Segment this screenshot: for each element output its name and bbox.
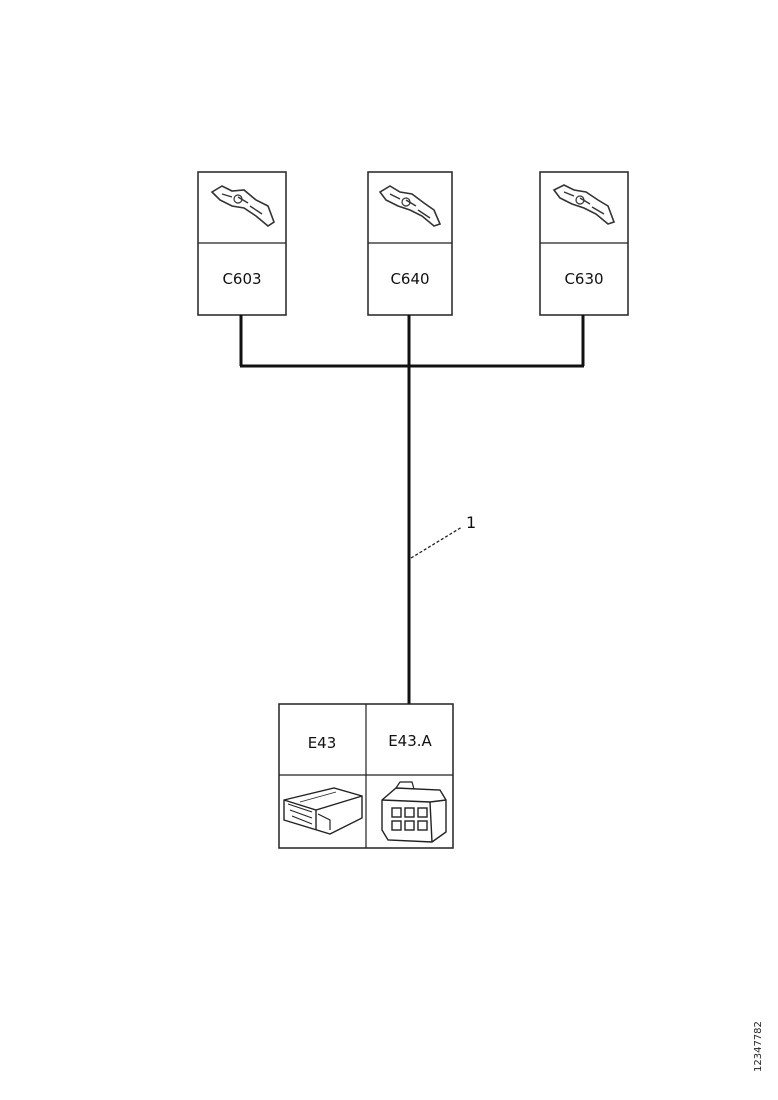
callout-number: 1 (466, 513, 476, 532)
component-label: E43 (308, 734, 337, 752)
connector-box-c630: C630 (539, 171, 629, 316)
terminal-icon (552, 184, 616, 225)
terminal-icon (210, 185, 275, 227)
control-unit-block: E43 E43.A (278, 703, 454, 849)
connector-label-c603: C603 (222, 270, 261, 288)
control-unit-icon (283, 787, 363, 835)
figure-id: 12347782 (753, 1021, 764, 1072)
terminal-icon (378, 185, 442, 227)
connector-box-c603: C603 (197, 171, 287, 316)
connector-label-c630: C630 (564, 270, 603, 288)
harness-wires (239, 315, 585, 704)
connector-box-c640: C640 (367, 171, 453, 316)
connector-plug-icon (381, 781, 447, 843)
harness-callout: 1 (410, 513, 476, 559)
connector-label: E43.A (388, 732, 432, 750)
connector-label-c640: C640 (390, 270, 429, 288)
